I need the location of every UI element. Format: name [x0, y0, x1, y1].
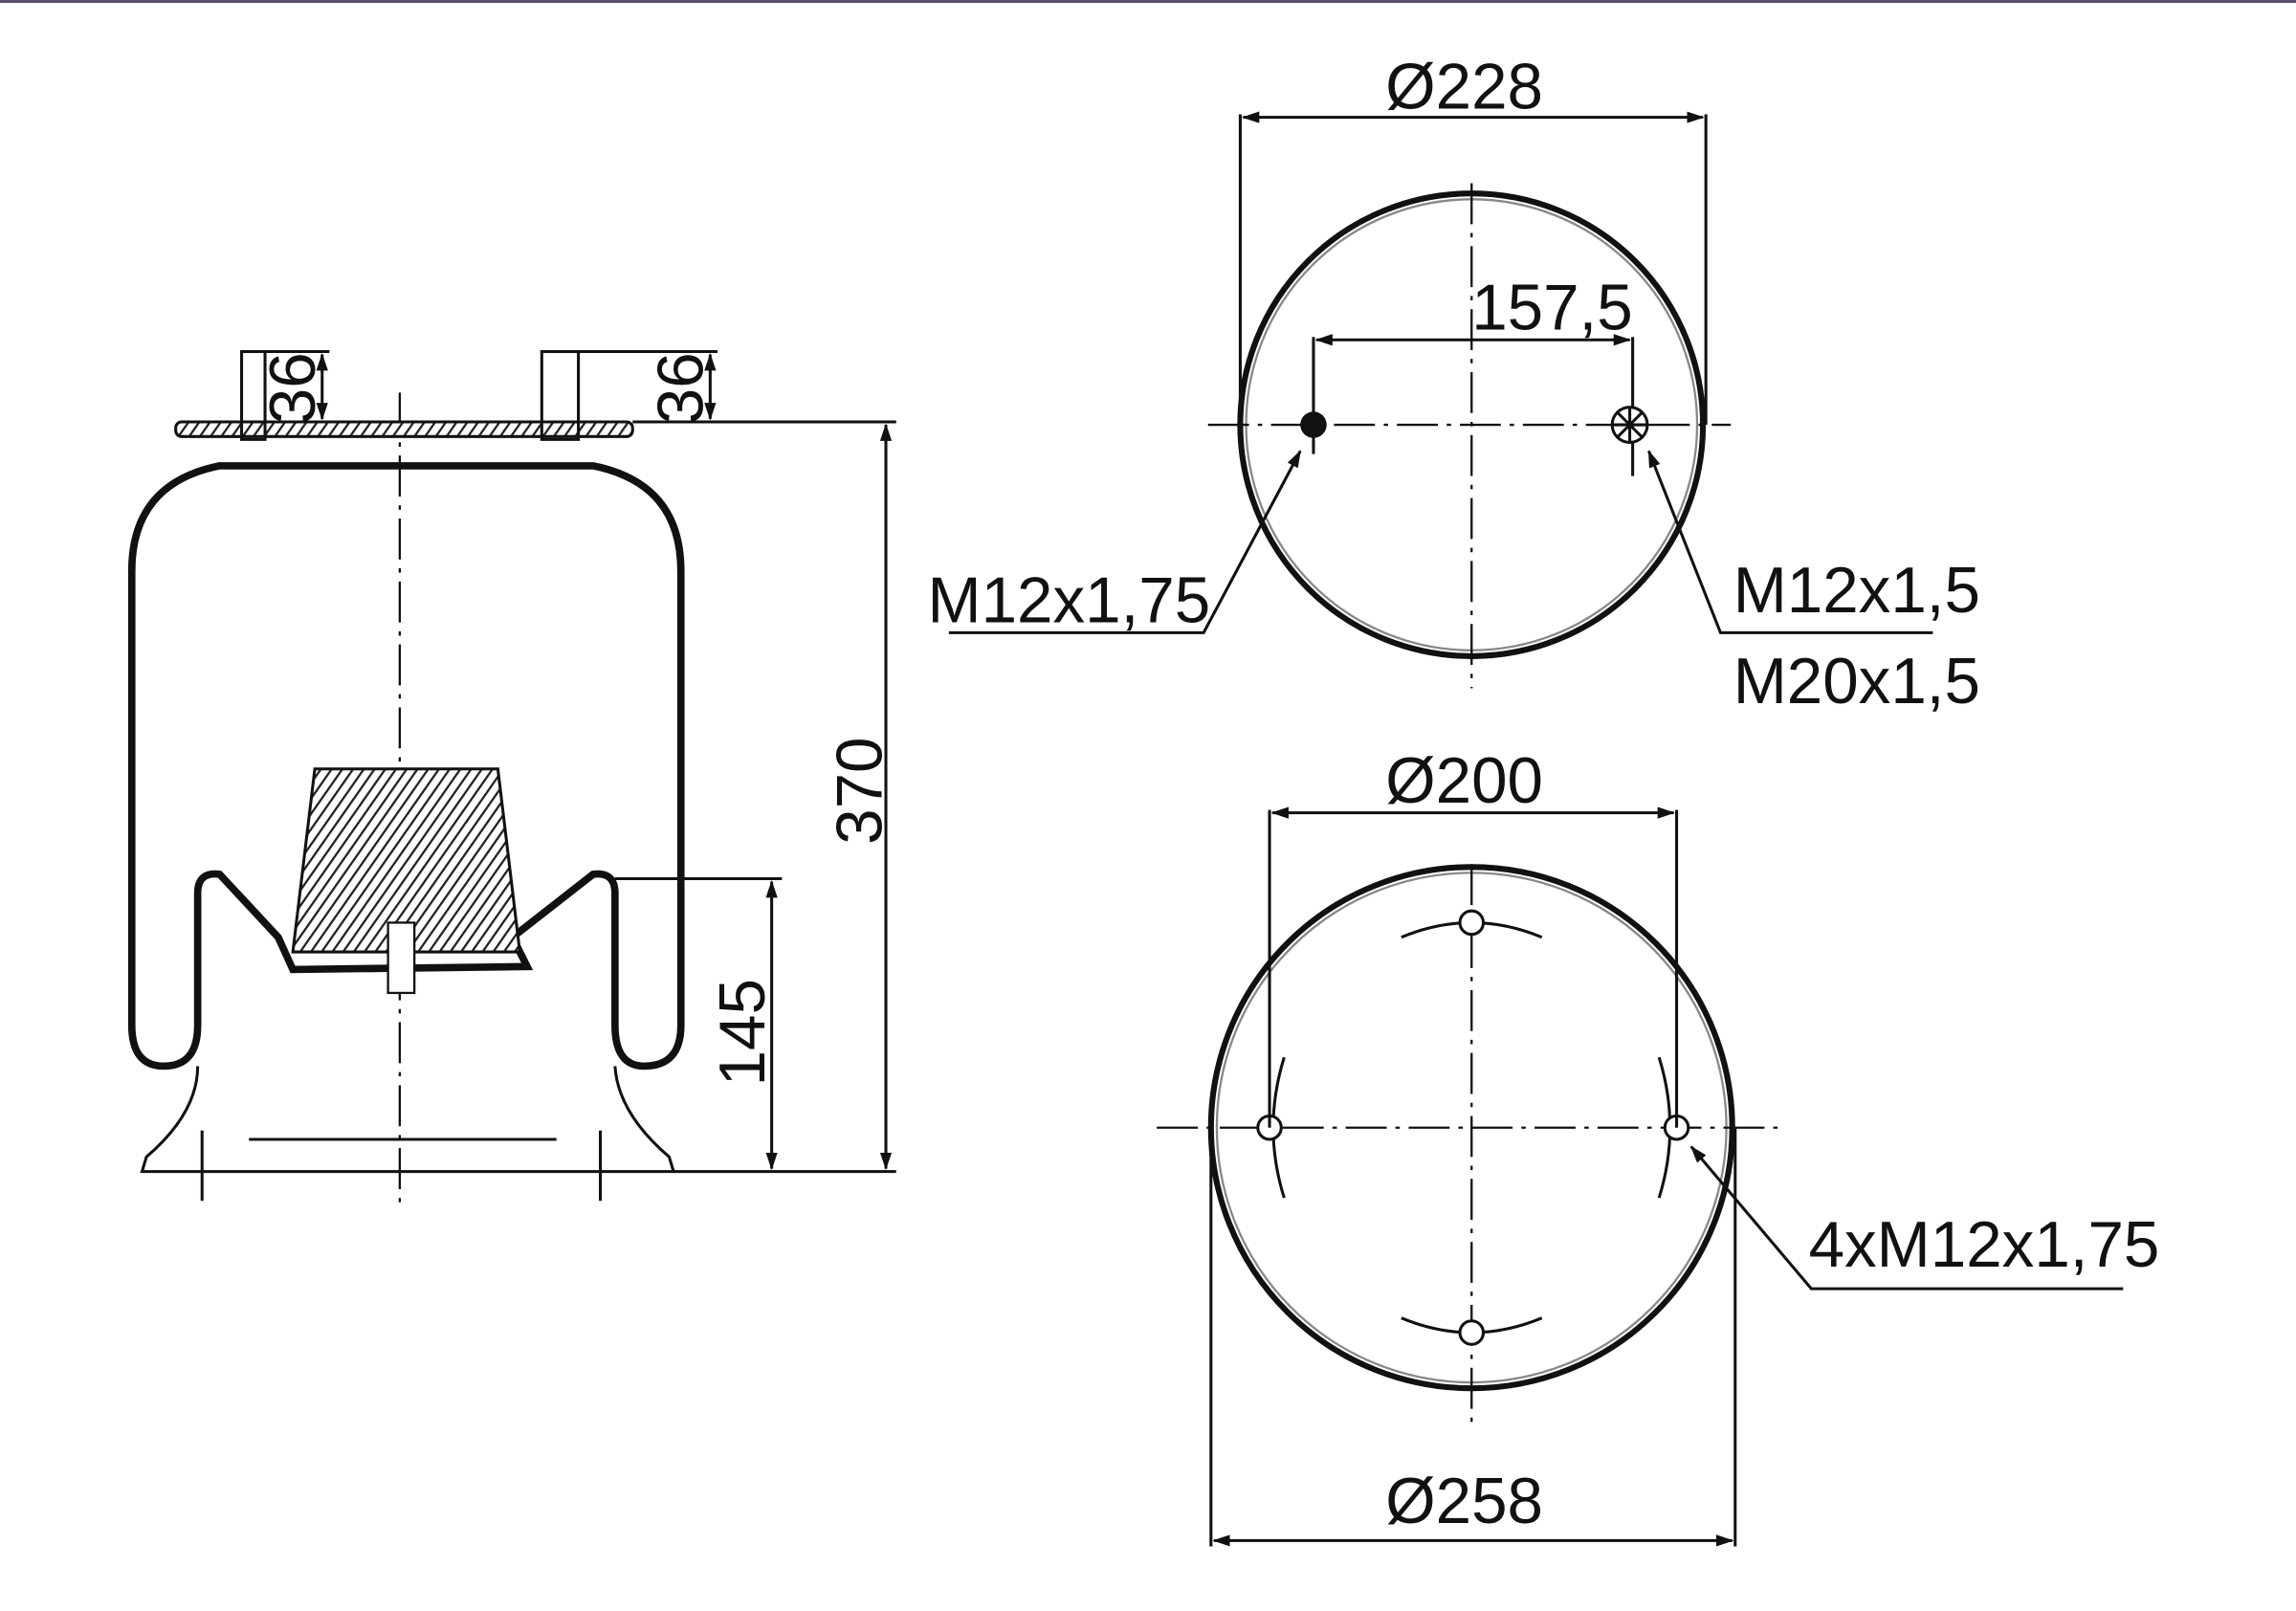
top-diameter-label: Ø228 [1385, 51, 1543, 122]
base-diameter-label: Ø258 [1385, 1466, 1543, 1537]
piston-base [140, 1066, 676, 1174]
right-thread-label-1: M12x1,5 [1733, 555, 1980, 627]
bolt-circle-label: Ø200 [1385, 745, 1543, 817]
bolt-hole [1458, 1319, 1486, 1346]
bump-stop [291, 767, 522, 954]
stud-height-right-label: 36 [646, 352, 718, 424]
bellow-outline [127, 462, 685, 1070]
stud-height-left-label: 36 [257, 352, 329, 424]
piston-height-label: 145 [707, 979, 779, 1086]
top-border [0, 0, 2296, 3]
bolt-holes [1256, 909, 1690, 1346]
bolt-thread-label: 4xM12x1,75 [1809, 1209, 2160, 1281]
air-inlet-hole [1610, 406, 1649, 444]
stud-spacing-label: 157,5 [1471, 273, 1633, 344]
top-view: Ø228 157,5 M12x1,75 M12x1,5 M20x1,5 [928, 51, 1980, 717]
top-plate [174, 420, 634, 438]
bottom-view: Ø200 Ø258 4xM12x1,75 [1157, 745, 2159, 1547]
bolt [386, 921, 416, 995]
bolt-hole [1458, 909, 1486, 937]
stud-hole-left [1300, 411, 1327, 438]
stud-left [240, 349, 267, 441]
stud-right [540, 349, 581, 441]
right-thread-label-2: M20x1,5 [1733, 646, 1980, 717]
overall-height-label: 370 [824, 738, 895, 845]
side-view: 36 36 370 145 [127, 349, 896, 1204]
left-thread-label: M12x1,75 [928, 565, 1211, 637]
